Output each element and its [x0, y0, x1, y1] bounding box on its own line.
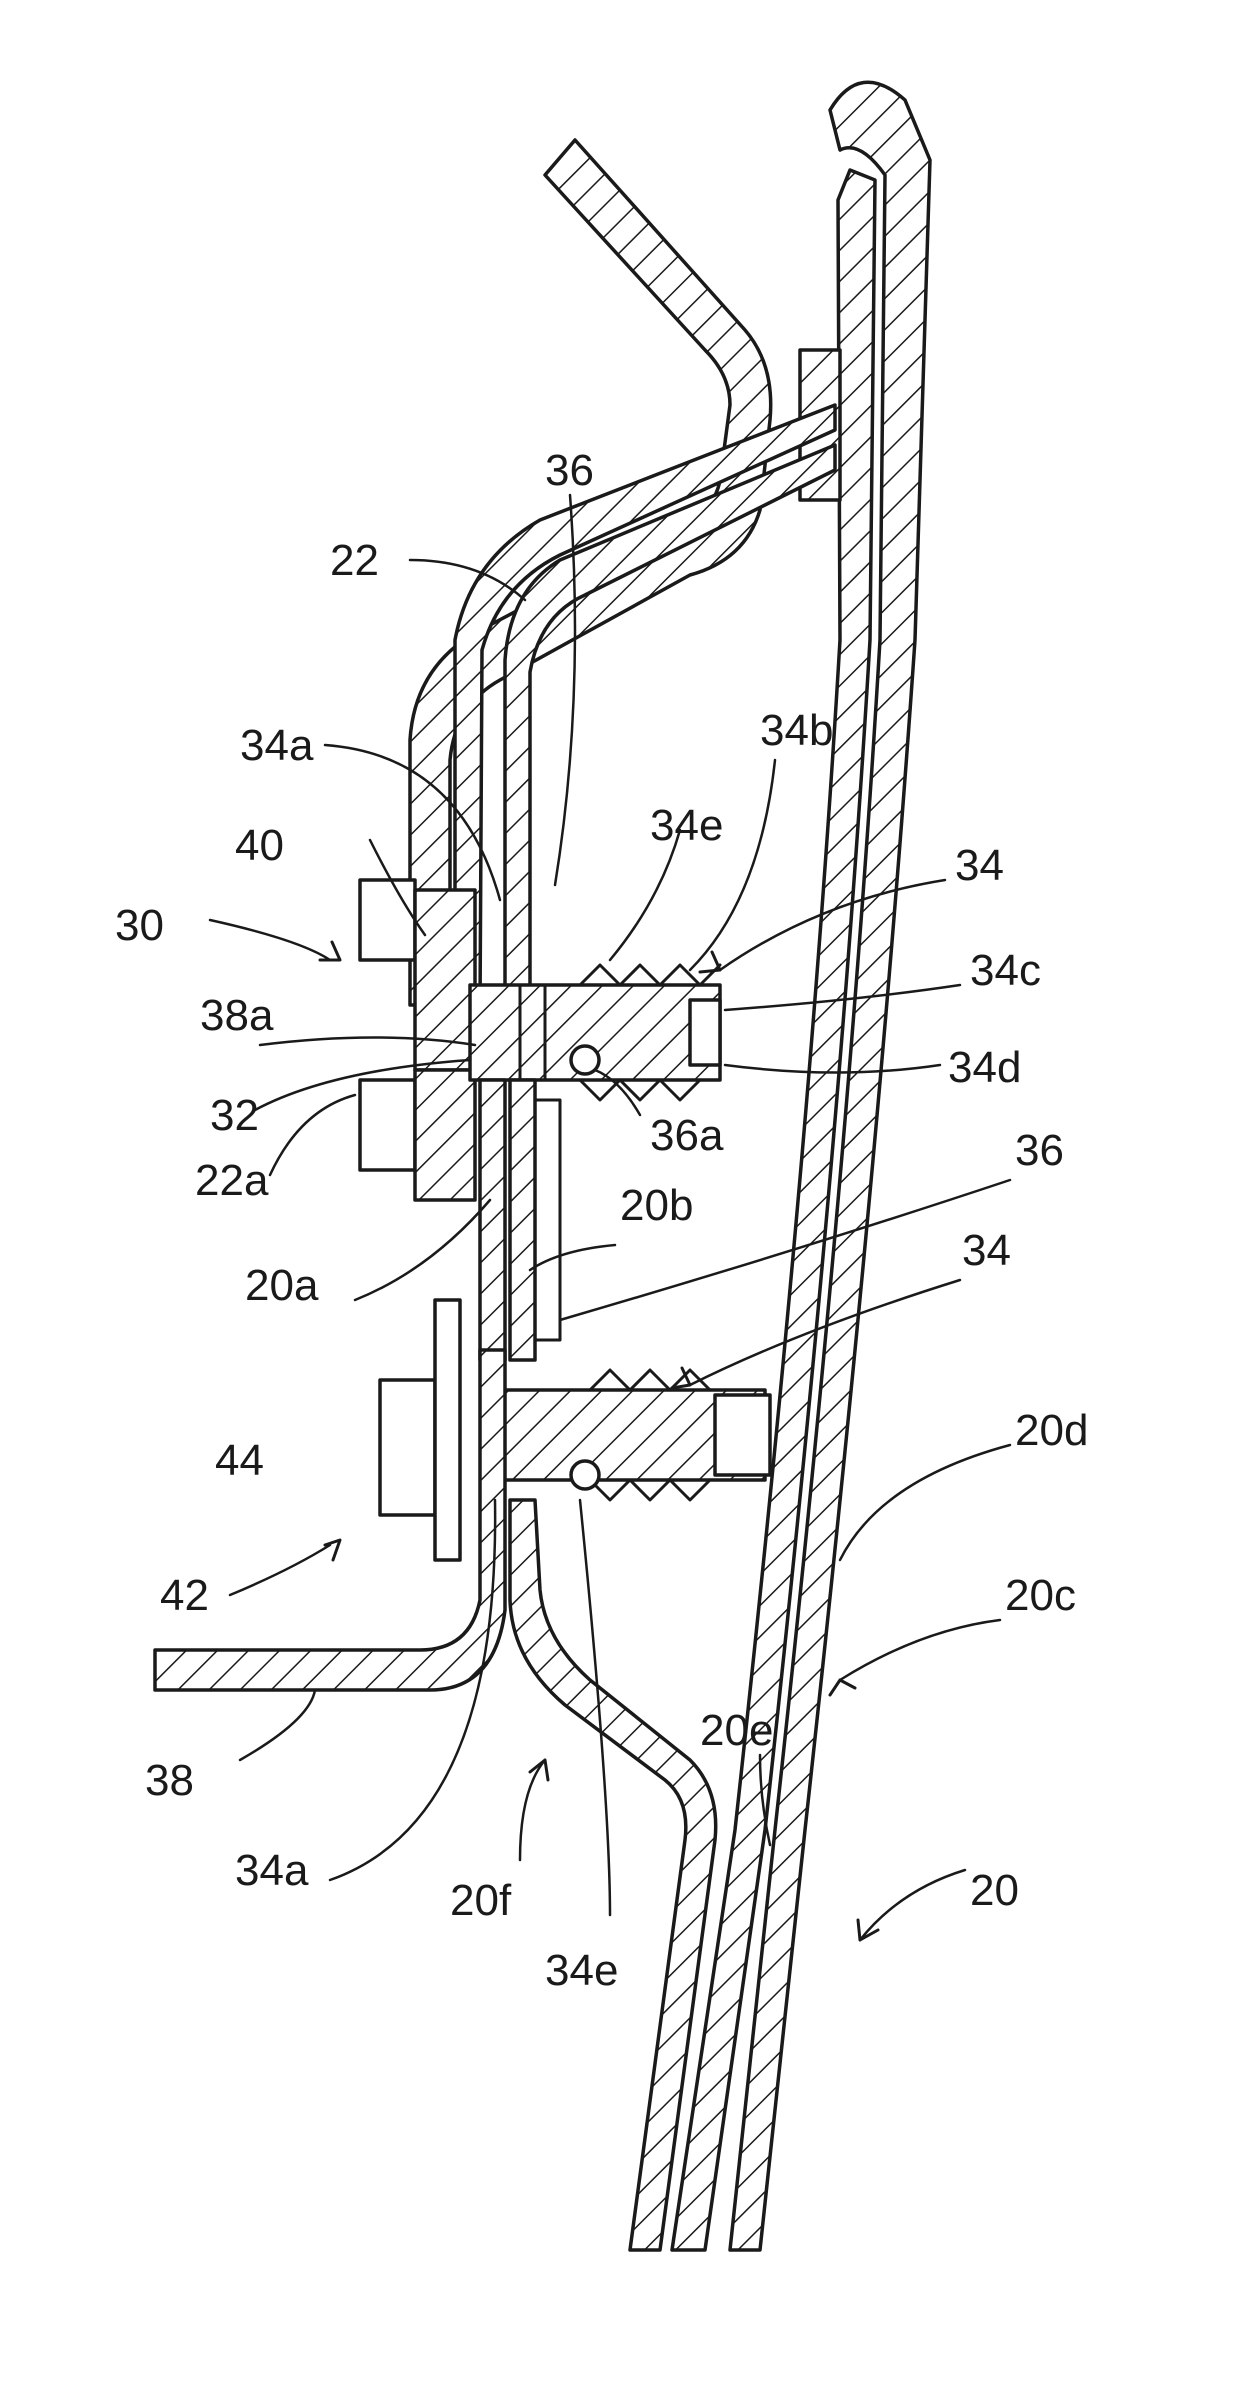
label-34e-bottom: 34e — [545, 1946, 618, 1995]
label-20: 20 — [970, 1866, 1019, 1915]
lower-fastener-42 — [380, 1300, 770, 1560]
label-36a: 36a — [650, 1111, 724, 1160]
label-20c: 20c — [1005, 1571, 1076, 1620]
label-22: 22 — [330, 536, 379, 585]
arrow-20c — [830, 1680, 855, 1695]
label-22a: 22a — [195, 1156, 269, 1205]
label-30: 30 — [115, 901, 164, 950]
label-34a-bottom: 34a — [235, 1846, 309, 1895]
label-36-mid: 36 — [1015, 1126, 1064, 1175]
arrow-42 — [325, 1540, 340, 1560]
label-34e-top: 34e — [650, 801, 723, 850]
label-34-top: 34 — [955, 841, 1004, 890]
label-32: 32 — [210, 1091, 259, 1140]
reference-labels: 22 36 34a 34b 34e 34 40 30 34c 38a 34d 3… — [115, 446, 1088, 1995]
label-20e: 20e — [700, 1706, 773, 1755]
label-38: 38 — [145, 1756, 194, 1805]
label-36-top: 36 — [545, 446, 594, 495]
lower-wall-20f — [510, 1500, 716, 2250]
label-34-mid: 34 — [962, 1226, 1011, 1275]
channel-36 — [480, 1080, 560, 1360]
label-20b: 20b — [620, 1181, 693, 1230]
label-34a-top: 34a — [240, 721, 314, 770]
label-34b: 34b — [760, 706, 833, 755]
label-44: 44 — [215, 1436, 264, 1485]
label-38a: 38a — [200, 991, 274, 1040]
label-34c: 34c — [970, 946, 1041, 995]
label-20a: 20a — [245, 1261, 319, 1310]
label-40: 40 — [235, 821, 284, 870]
label-20d: 20d — [1015, 1406, 1088, 1455]
label-20f: 20f — [450, 1876, 512, 1925]
arrow-30 — [320, 942, 340, 960]
label-34d: 34d — [948, 1043, 1021, 1092]
label-42: 42 — [160, 1571, 209, 1620]
